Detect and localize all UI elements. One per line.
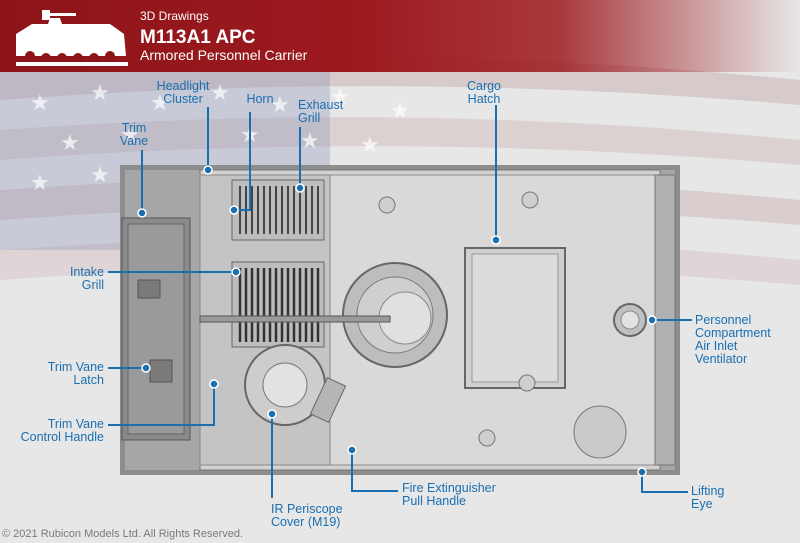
svg-text:★: ★: [390, 99, 410, 124]
page-subtitle: Armored Personnel Carrier: [140, 47, 308, 63]
svg-text:★: ★: [300, 129, 320, 154]
page-title: M113A1 APC: [140, 27, 256, 48]
label-personnel-vent: Personnel Compartment Air Inlet Ventilat…: [695, 313, 771, 366]
headlight-cluster-dot: [203, 165, 213, 175]
svg-text:★: ★: [30, 91, 50, 116]
fire-extinguisher-leader: [351, 450, 398, 492]
intake-grill-dot: [231, 267, 241, 277]
lifting-eye-dot: [637, 467, 647, 477]
ir-periscope-dot: [267, 409, 277, 419]
lifting-eye-leader: [641, 472, 688, 493]
label-headlight-cluster: Headlight Cluster: [156, 79, 210, 106]
svg-text:★: ★: [30, 171, 50, 196]
svg-text:★: ★: [60, 131, 80, 156]
ventilator-dot: [647, 315, 657, 325]
label-cargo-hatch: Cargo Hatch: [466, 79, 502, 106]
svg-text:★: ★: [90, 163, 110, 188]
exhaust-grill-dot: [295, 183, 305, 193]
label-trim-vane: Trim Vane: [119, 121, 149, 148]
intake-grill: [231, 261, 325, 348]
label-ir-periscope: IR Periscope Cover (M19): [271, 502, 343, 529]
svg-text:★: ★: [90, 81, 110, 106]
label-lifting-eye: Lifting Eye: [691, 484, 725, 511]
header-category: 3D Drawings: [140, 9, 209, 23]
label-horn: Horn: [246, 92, 274, 106]
label-intake-grill: Intake Grill: [69, 265, 104, 292]
horn-leader: [234, 112, 251, 211]
svg-text:★: ★: [210, 81, 230, 106]
copyright-notice: © 2021 Rubicon Models Ltd. All Rights Re…: [2, 528, 244, 540]
svg-text:★: ★: [150, 91, 170, 116]
label-trim-vane-latch: Trim Vane Latch: [47, 360, 104, 387]
apc-silhouette-icon: [16, 10, 128, 66]
trim-vane-dot: [137, 208, 147, 218]
trim-vane-latch-dot: [141, 363, 151, 373]
label-fire-extinguisher: Fire Extinguisher Pull Handle: [402, 481, 496, 508]
svg-text:★: ★: [120, 123, 140, 148]
svg-text:★: ★: [330, 85, 350, 110]
cargo-hatch-dot: [491, 235, 501, 245]
horn-dot: [229, 205, 239, 215]
label-trim-vane-handle: Trim Vane Control Handle: [20, 417, 104, 444]
trim-vane-handle-leader: [108, 384, 215, 426]
label-exhaust-grill: Exhaust Grill: [298, 98, 344, 125]
flag-stars: ★ ★ ★ ★ ★ ★ ★ ★ ★ ★ ★ ★ ★ ★ ★: [30, 81, 440, 196]
trim-vane-handle-dot: [209, 379, 219, 389]
svg-text:★: ★: [360, 133, 380, 158]
fire-extinguisher-dot: [347, 445, 357, 455]
header-banner: 3D Drawings M113A1 APC Armored Personnel…: [0, 0, 800, 72]
svg-text:★: ★: [270, 93, 290, 118]
